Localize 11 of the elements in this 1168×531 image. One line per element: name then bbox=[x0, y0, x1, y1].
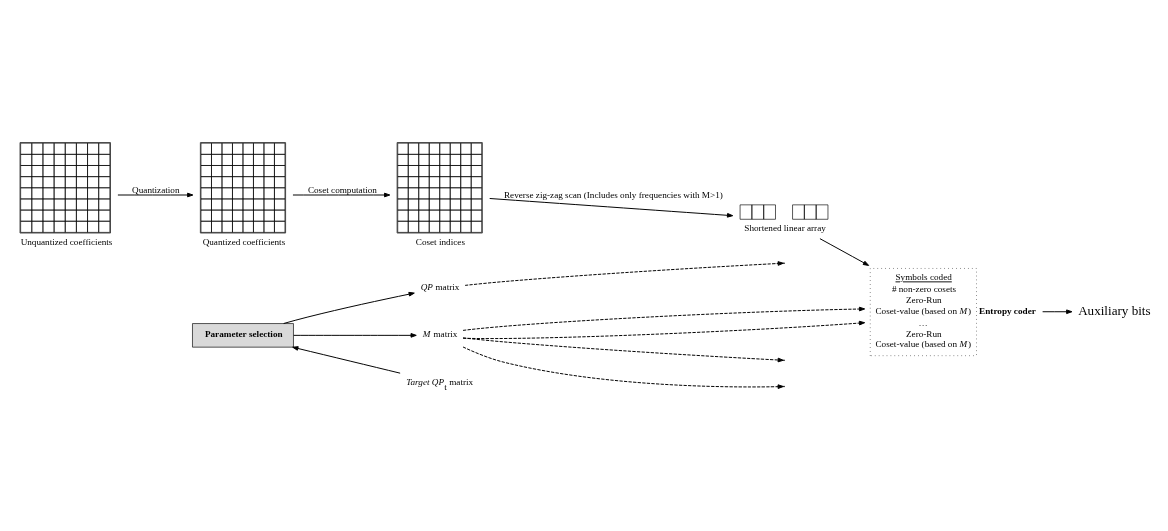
node-label: Entropy coder bbox=[979, 305, 1036, 316]
node-label: Quantized coefficients bbox=[202, 236, 286, 247]
node-text: Auxiliary bits bbox=[1078, 302, 1151, 318]
edge-label: Quantization bbox=[132, 184, 180, 195]
edge-label: Reverse zig-zag scan (Includes only frequencies with M>1) bbox=[503, 189, 723, 200]
edge-label: Coset computation bbox=[307, 184, 377, 195]
node-text: M matrix bbox=[422, 328, 458, 339]
node-label: Coset indices bbox=[415, 236, 465, 247]
node-text: QP matrix bbox=[420, 281, 460, 292]
node-label: Unquantized coefficients bbox=[20, 236, 113, 247]
node-label: Shortened linear array bbox=[744, 222, 826, 233]
